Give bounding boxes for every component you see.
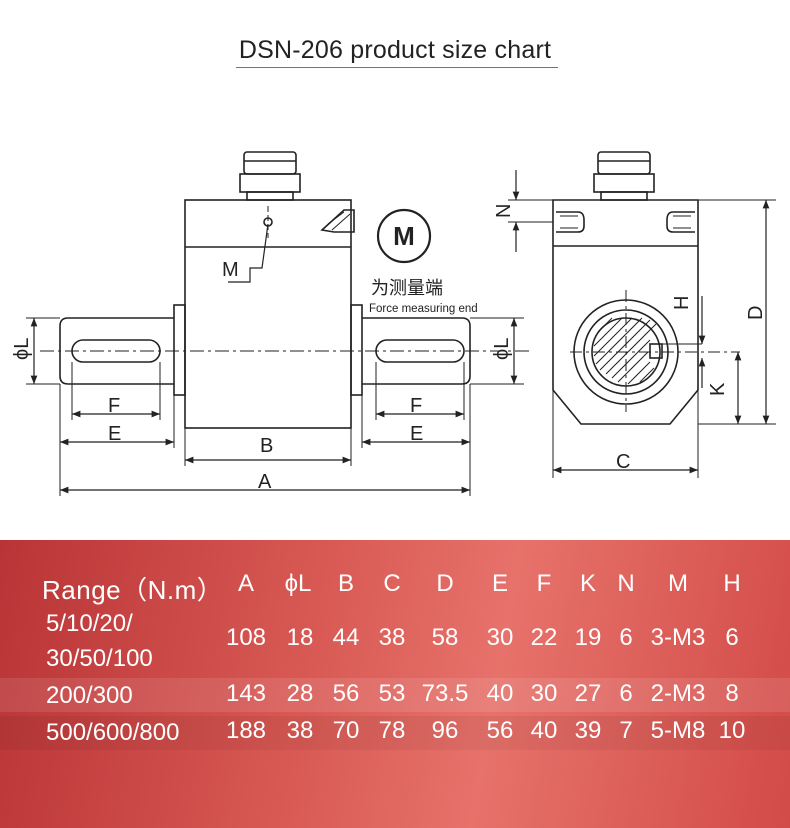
front-view — [26, 151, 530, 496]
chart-title: DSN-206 product size chart — [238, 36, 552, 64]
range-line: 30/50/100 — [46, 645, 153, 672]
dim-label-a: A — [258, 471, 272, 493]
dim-label-k: K — [707, 382, 729, 396]
range-cell: 500/600/800 — [46, 715, 179, 750]
dim-label-phil-left: ϕL — [11, 338, 33, 360]
header-f: F — [536, 570, 552, 597]
cell-m: 5-M8 — [650, 717, 706, 744]
cell-k: 19 — [574, 624, 602, 651]
cell-h: 6 — [725, 624, 739, 651]
cell-f: 30 — [530, 680, 558, 707]
cell-a: 108 — [225, 624, 267, 651]
side-view — [508, 151, 776, 478]
cell-e: 40 — [486, 680, 514, 707]
dim-label-f-right: F — [410, 395, 422, 417]
dim-label-b: B — [260, 435, 273, 457]
cell-n: 7 — [619, 717, 633, 744]
dim-label-e-left: E — [108, 423, 121, 445]
header-k: K — [579, 570, 596, 597]
cell-e: 30 — [486, 624, 514, 651]
header-m: M — [668, 570, 688, 597]
cell-e: 56 — [486, 717, 514, 744]
force-label-cn: 为测量端 — [371, 278, 443, 298]
header-n: N — [617, 570, 635, 597]
cell-b: 44 — [332, 624, 360, 651]
header-phil: ϕL — [284, 570, 312, 597]
dim-label-e-right: E — [410, 423, 423, 445]
dim-label-h: H — [671, 296, 693, 310]
cell-d: 96 — [431, 717, 459, 744]
cell-phil: 18 — [286, 624, 314, 651]
header-d: D — [436, 570, 454, 597]
title-underline — [236, 67, 558, 68]
header-a: A — [237, 570, 254, 597]
cell-f: 40 — [530, 717, 558, 744]
dim-label-c: C — [616, 451, 630, 473]
cell-n: 6 — [619, 624, 633, 651]
dim-label-d: D — [745, 306, 767, 320]
cell-a: 143 — [225, 680, 267, 707]
range-cell: 200/300 — [46, 678, 133, 713]
cell-a: 188 — [225, 717, 267, 744]
cell-d: 58 — [431, 624, 459, 651]
range-line: 500/600/800 — [46, 719, 180, 746]
cell-c: 38 — [378, 624, 406, 651]
cell-f: 22 — [530, 624, 558, 651]
cell-m: 3-M3 — [650, 624, 706, 651]
cell-m: 2-M3 — [650, 680, 706, 707]
header-c: C — [383, 570, 401, 597]
cell-phil: 38 — [286, 717, 314, 744]
force-badge-circle — [376, 208, 432, 264]
cell-b: 56 — [332, 680, 360, 707]
cell-k: 27 — [574, 680, 602, 707]
range-line: 200/300 — [46, 682, 133, 709]
technical-drawing: M 为测量端 Force measuring end M F F E E B A… — [11, 151, 776, 496]
force-label-en: Force measuring end — [369, 303, 478, 315]
cell-h: 8 — [725, 680, 739, 707]
force-badge-letter: M — [393, 221, 415, 251]
header-h: H — [723, 570, 741, 597]
cell-b: 70 — [332, 717, 360, 744]
cell-n: 6 — [619, 680, 633, 707]
header-b: B — [337, 570, 354, 597]
cell-k: 39 — [574, 717, 602, 744]
spec-table-background — [0, 540, 790, 828]
cell-c: 53 — [378, 680, 406, 707]
dim-label-n: N — [493, 204, 515, 218]
range-cell: 5/10/20/ 30/50/100 — [46, 606, 153, 676]
range-line: 5/10/20/ — [46, 610, 133, 637]
cell-h: 10 — [718, 717, 746, 744]
cell-d: 73.5 — [421, 680, 469, 707]
cell-phil: 28 — [286, 680, 314, 707]
header-range: Range（N.m） — [42, 575, 224, 605]
header-e: E — [491, 570, 508, 597]
dim-label-f-left: F — [108, 395, 120, 417]
dim-label-phil-right: ϕL — [491, 338, 513, 360]
cell-c: 78 — [378, 717, 406, 744]
dim-label-m: M — [222, 259, 239, 281]
